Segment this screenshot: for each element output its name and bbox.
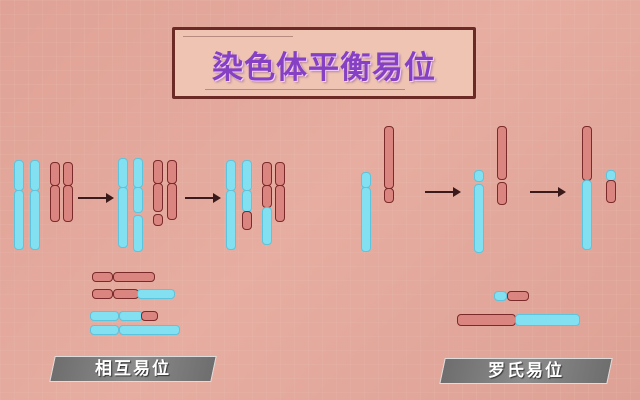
chromosome-segment-blue (242, 190, 252, 212)
chromosome-segment-red (63, 185, 73, 222)
chromosome-segment-red (497, 126, 507, 180)
chromosome-segment-blue (30, 190, 40, 250)
chromosome-segment-blue (118, 158, 128, 188)
chromosome-segment-blue (262, 207, 272, 245)
chromosome-segment-red (582, 126, 592, 181)
chromosome-segment-red (242, 211, 252, 230)
chromosome-segment-red (92, 289, 113, 299)
chromosome-segment-red (384, 126, 394, 189)
chromosome-segment-blue (90, 311, 119, 321)
chromosome-segment-blue (226, 160, 236, 191)
chromosome-segment-red (153, 160, 163, 184)
chromosome-segment-red (113, 272, 155, 282)
chromosome-segment-red (497, 182, 507, 205)
chromosome-segment-red (92, 272, 113, 282)
chromosome-segment-blue (14, 160, 24, 191)
arrow-icon (425, 187, 461, 197)
chromosome-segment-blue (361, 187, 371, 252)
chromosome-segment-blue (361, 172, 371, 188)
arrow-icon (78, 193, 114, 203)
banner-decoration (183, 36, 293, 37)
chromosome-segment-blue (119, 325, 180, 335)
chromosome-segment-red (262, 162, 272, 186)
chromosome-segment-red (507, 291, 529, 301)
chromosome-segment-red (384, 188, 394, 203)
chromosome-segment-red (262, 185, 272, 208)
chromosome-segment-red (50, 185, 60, 222)
chromosome-segment-blue (14, 190, 24, 250)
chromosome-segment-blue (494, 291, 507, 301)
chromosome-segment-red (153, 214, 163, 226)
chromosome-segment-blue (582, 180, 592, 250)
chromosome-segment-red (457, 314, 516, 326)
chromosome-segment-blue (474, 184, 484, 253)
chromosome-segment-blue (515, 314, 580, 326)
chromosome-segment-red (63, 162, 73, 186)
chromosome-segment-blue (118, 187, 128, 248)
chromosome-segment-blue (119, 311, 143, 321)
chromosome-segment-red (113, 289, 139, 299)
chromosome-segment-blue (133, 215, 143, 252)
chromosome-segment-red (141, 311, 158, 321)
chromosome-segment-blue (242, 160, 252, 191)
chromosome-segment-red (606, 180, 616, 203)
reciprocal-translocation-label: 相互易位 (49, 356, 217, 382)
chromosome-segment-red (275, 162, 285, 186)
chromosome-segment-blue (133, 187, 143, 213)
chromosome-segment-red (275, 185, 285, 222)
title-banner: 染色体平衡易位 (172, 27, 476, 99)
chromosome-segment-blue (226, 190, 236, 250)
arrow-icon (185, 193, 221, 203)
robertsonian-translocation-label: 罗氏易位 (439, 358, 613, 384)
chromosome-segment-red (153, 183, 163, 212)
chromosome-segment-blue (474, 170, 484, 182)
page-title: 染色体平衡易位 (212, 50, 436, 86)
arrow-icon (530, 187, 566, 197)
banner-decoration (205, 89, 405, 90)
chromosome-segment-blue (137, 289, 175, 299)
chromosome-segment-blue (30, 160, 40, 191)
chromosome-segment-blue (90, 325, 119, 335)
chromosome-segment-blue (133, 158, 143, 188)
chromosome-segment-red (167, 160, 177, 184)
chromosome-segment-red (167, 183, 177, 220)
chromosome-segment-red (50, 162, 60, 186)
